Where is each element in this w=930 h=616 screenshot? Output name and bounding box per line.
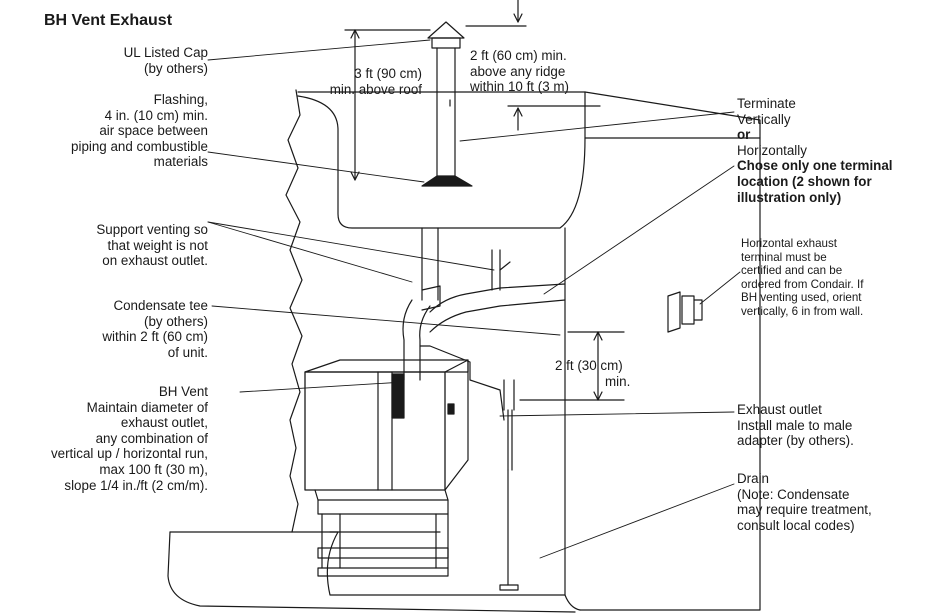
label-line: Condensate tee bbox=[113, 298, 208, 313]
label-line: terminal must be bbox=[741, 250, 827, 264]
label-drain: Drain (Note: Condensate may require trea… bbox=[737, 471, 872, 533]
label-above-roof: 3 ft (90 cm) min. above roof bbox=[308, 66, 422, 97]
label-ul-listed-cap: UL Listed Cap (by others) bbox=[84, 45, 208, 76]
label-horizontal-terminal: Horizontal exhaust terminal must be cert… bbox=[741, 237, 863, 319]
label-line: Maintain diameter of bbox=[86, 399, 208, 415]
label-line: max 100 ft (30 m), bbox=[99, 461, 208, 477]
label-support-venting: Support venting so that weight is not on… bbox=[44, 222, 208, 269]
label-line: or bbox=[737, 127, 751, 143]
label-line: may require treatment, bbox=[737, 502, 872, 518]
label-line: 3 ft (90 cm) bbox=[354, 66, 422, 81]
label-line: adapter (by others). bbox=[737, 433, 854, 449]
label-line: Vertically bbox=[737, 111, 791, 127]
label-line: on exhaust outlet. bbox=[102, 253, 208, 269]
label-line: air space between bbox=[99, 123, 208, 139]
label-line: BH venting used, orient bbox=[741, 291, 862, 305]
humidifier-unit bbox=[304, 359, 469, 577]
label-line: any combination of bbox=[95, 430, 208, 446]
label-line: illustration only) bbox=[737, 189, 842, 205]
label-line: location (2 shown for bbox=[737, 173, 872, 189]
label-drop-height: 2 ft (30 cm) min. bbox=[555, 358, 630, 389]
label-line: 2 ft (60 cm) min. bbox=[470, 48, 567, 63]
label-line: UL Listed Cap bbox=[123, 45, 208, 60]
label-line: (by others) bbox=[144, 60, 208, 76]
diagram-title: BH Vent Exhaust bbox=[44, 12, 173, 29]
label-line: Horizontally bbox=[737, 142, 807, 158]
label-line: (Note: Condensate bbox=[737, 486, 850, 502]
label-line: Chose only one terminal bbox=[737, 158, 893, 174]
label-line: Exhaust outlet bbox=[737, 402, 822, 417]
building-walls bbox=[167, 89, 761, 613]
label-line: Support venting so bbox=[96, 222, 208, 237]
label-line: within 10 ft (3 m) bbox=[470, 79, 569, 95]
label-line: Drain bbox=[737, 471, 769, 486]
dimension-marks bbox=[344, 0, 625, 401]
horizontal-terminal-fitting bbox=[667, 291, 703, 333]
label-bh-vent: BH Vent Maintain diameter of exhaust out… bbox=[4, 384, 208, 493]
label-flashing: Flashing, 4 in. (10 cm) min. air space b… bbox=[44, 92, 208, 170]
label-line: min. bbox=[605, 373, 631, 389]
label-line: Terminate bbox=[737, 96, 796, 111]
leader-lines bbox=[207, 39, 741, 559]
label-line: slope 1/4 in./ft (2 cm/m). bbox=[64, 477, 208, 493]
label-above-ridge: 2 ft (60 cm) min. above any ridge within… bbox=[470, 48, 569, 95]
label-line: above any ridge bbox=[470, 63, 566, 79]
label-line: Install male to male bbox=[737, 417, 853, 433]
label-line: of unit. bbox=[167, 344, 208, 360]
label-terminate: Terminate Vertically or Horizontally Cho… bbox=[737, 96, 893, 205]
label-line: BH Vent bbox=[158, 384, 208, 399]
label-line: that weight is not bbox=[107, 237, 209, 253]
label-line: Horizontal exhaust bbox=[741, 237, 838, 250]
label-line: exhaust outlet, bbox=[120, 415, 208, 431]
label-line: min. above roof bbox=[329, 81, 422, 97]
label-line: certified and can be bbox=[741, 264, 843, 278]
label-line: 4 in. (10 cm) min. bbox=[104, 107, 208, 123]
label-line: (by others) bbox=[144, 313, 208, 329]
condensate-tee-assembly bbox=[402, 299, 519, 591]
label-line: ordered from Condair. If bbox=[741, 277, 864, 291]
label-line: 2 ft (30 cm) bbox=[555, 358, 623, 373]
label-condensate-tee: Condensate tee (by others) within 2 ft (… bbox=[44, 298, 208, 360]
label-line: consult local codes) bbox=[737, 517, 855, 533]
label-line: vertical up / horizontal run, bbox=[50, 446, 208, 462]
label-line: piping and combustible bbox=[71, 138, 208, 154]
label-line: Flashing, bbox=[153, 92, 208, 107]
label-exhaust-outlet: Exhaust outlet Install male to male adap… bbox=[737, 402, 854, 449]
label-line: vertically, 6 in from wall. bbox=[741, 304, 864, 318]
vertical-vent-stack bbox=[421, 21, 473, 311]
label-line: within 2 ft (60 cm) bbox=[102, 329, 208, 345]
label-line: materials bbox=[153, 154, 208, 170]
